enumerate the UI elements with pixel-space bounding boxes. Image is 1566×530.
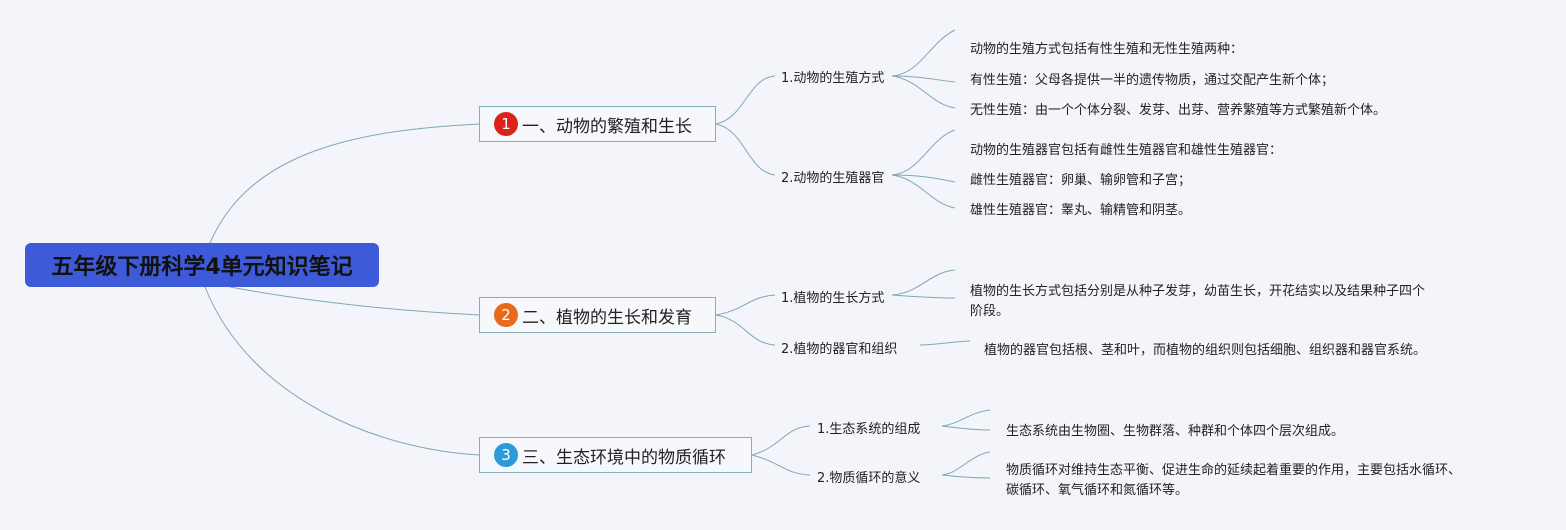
sub-topic[interactable]: 2.物质循环的意义 xyxy=(817,471,921,486)
leaf-topic[interactable]: 生态系统由生物圈、生物群落、种群和个体四个层次组成。 xyxy=(1006,424,1345,439)
branch-3[interactable]: 3 三、生态环境中的物质循环 xyxy=(479,437,752,473)
sub-topic[interactable]: 1.植物的生长方式 xyxy=(781,291,885,306)
number-badge-icon: 1 xyxy=(494,112,518,136)
root-topic[interactable]: 五年级下册科学4单元知识笔记 xyxy=(25,243,379,287)
leaf-topic[interactable]: 雌性生殖器官：卵巢、输卵管和子宫； xyxy=(970,173,1192,188)
number-badge-icon: 2 xyxy=(494,303,518,327)
sub-topic[interactable]: 2.动物的生殖器官 xyxy=(781,171,885,186)
leaf-topic[interactable]: 植物的器官包括根、茎和叶，而植物的组织则包括细胞、组织器和器官系统。 xyxy=(984,343,1427,358)
number-badge-icon: 3 xyxy=(494,443,518,467)
sub-topic[interactable]: 2.植物的器官和组织 xyxy=(781,342,898,357)
leaf-topic[interactable]: 阶段。 xyxy=(970,304,1010,319)
branch-label: 一、动物的繁殖和生长 xyxy=(522,116,692,137)
leaf-topic[interactable]: 动物的生殖方式包括有性生殖和无性生殖两种： xyxy=(970,42,1244,57)
root-title: 五年级下册科学4单元知识笔记 xyxy=(51,255,353,280)
leaf-topic[interactable]: 无性生殖：由一个个体分裂、发芽、出芽、营养繁殖等方式繁殖新个体。 xyxy=(970,103,1387,118)
leaf-topic[interactable]: 有性生殖：父母各提供一半的遗传物质，通过交配产生新个体； xyxy=(970,73,1335,88)
branch-2[interactable]: 2 二、植物的生长和发育 xyxy=(479,297,716,333)
branch-1[interactable]: 1 一、动物的繁殖和生长 xyxy=(479,106,716,142)
leaf-topic[interactable]: 植物的生长方式包括分别是从种子发芽，幼苗生长，开花结实以及结果种子四个 xyxy=(970,284,1426,299)
sub-topic[interactable]: 1.动物的生殖方式 xyxy=(781,71,885,86)
leaf-topic[interactable]: 物质循环对维持生态平衡、促进生命的延续起着重要的作用，主要包括水循环、 xyxy=(1006,463,1462,478)
branch-label: 二、植物的生长和发育 xyxy=(522,307,692,328)
branch-label: 三、生态环境中的物质循环 xyxy=(522,447,726,468)
leaf-topic[interactable]: 碳循环、氧气循环和氮循环等。 xyxy=(1006,483,1189,498)
leaf-topic[interactable]: 动物的生殖器官包括有雌性生殖器官和雄性生殖器官： xyxy=(970,143,1283,158)
leaf-topic[interactable]: 雄性生殖器官：睾丸、输精管和阴茎。 xyxy=(970,203,1192,218)
sub-topic[interactable]: 1.生态系统的组成 xyxy=(817,422,921,437)
